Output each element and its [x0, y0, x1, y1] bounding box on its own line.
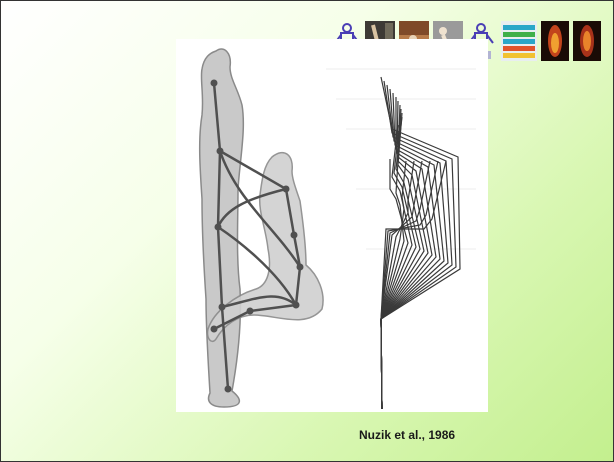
citation-caption: Nuzik et al., 1986 [359, 428, 455, 442]
thumbnail-figure-red [541, 21, 569, 61]
thumbnail-figure-orange [573, 21, 601, 61]
figure-sit-to-stand-illustration [176, 39, 488, 412]
thumbnail-chart [501, 21, 537, 61]
